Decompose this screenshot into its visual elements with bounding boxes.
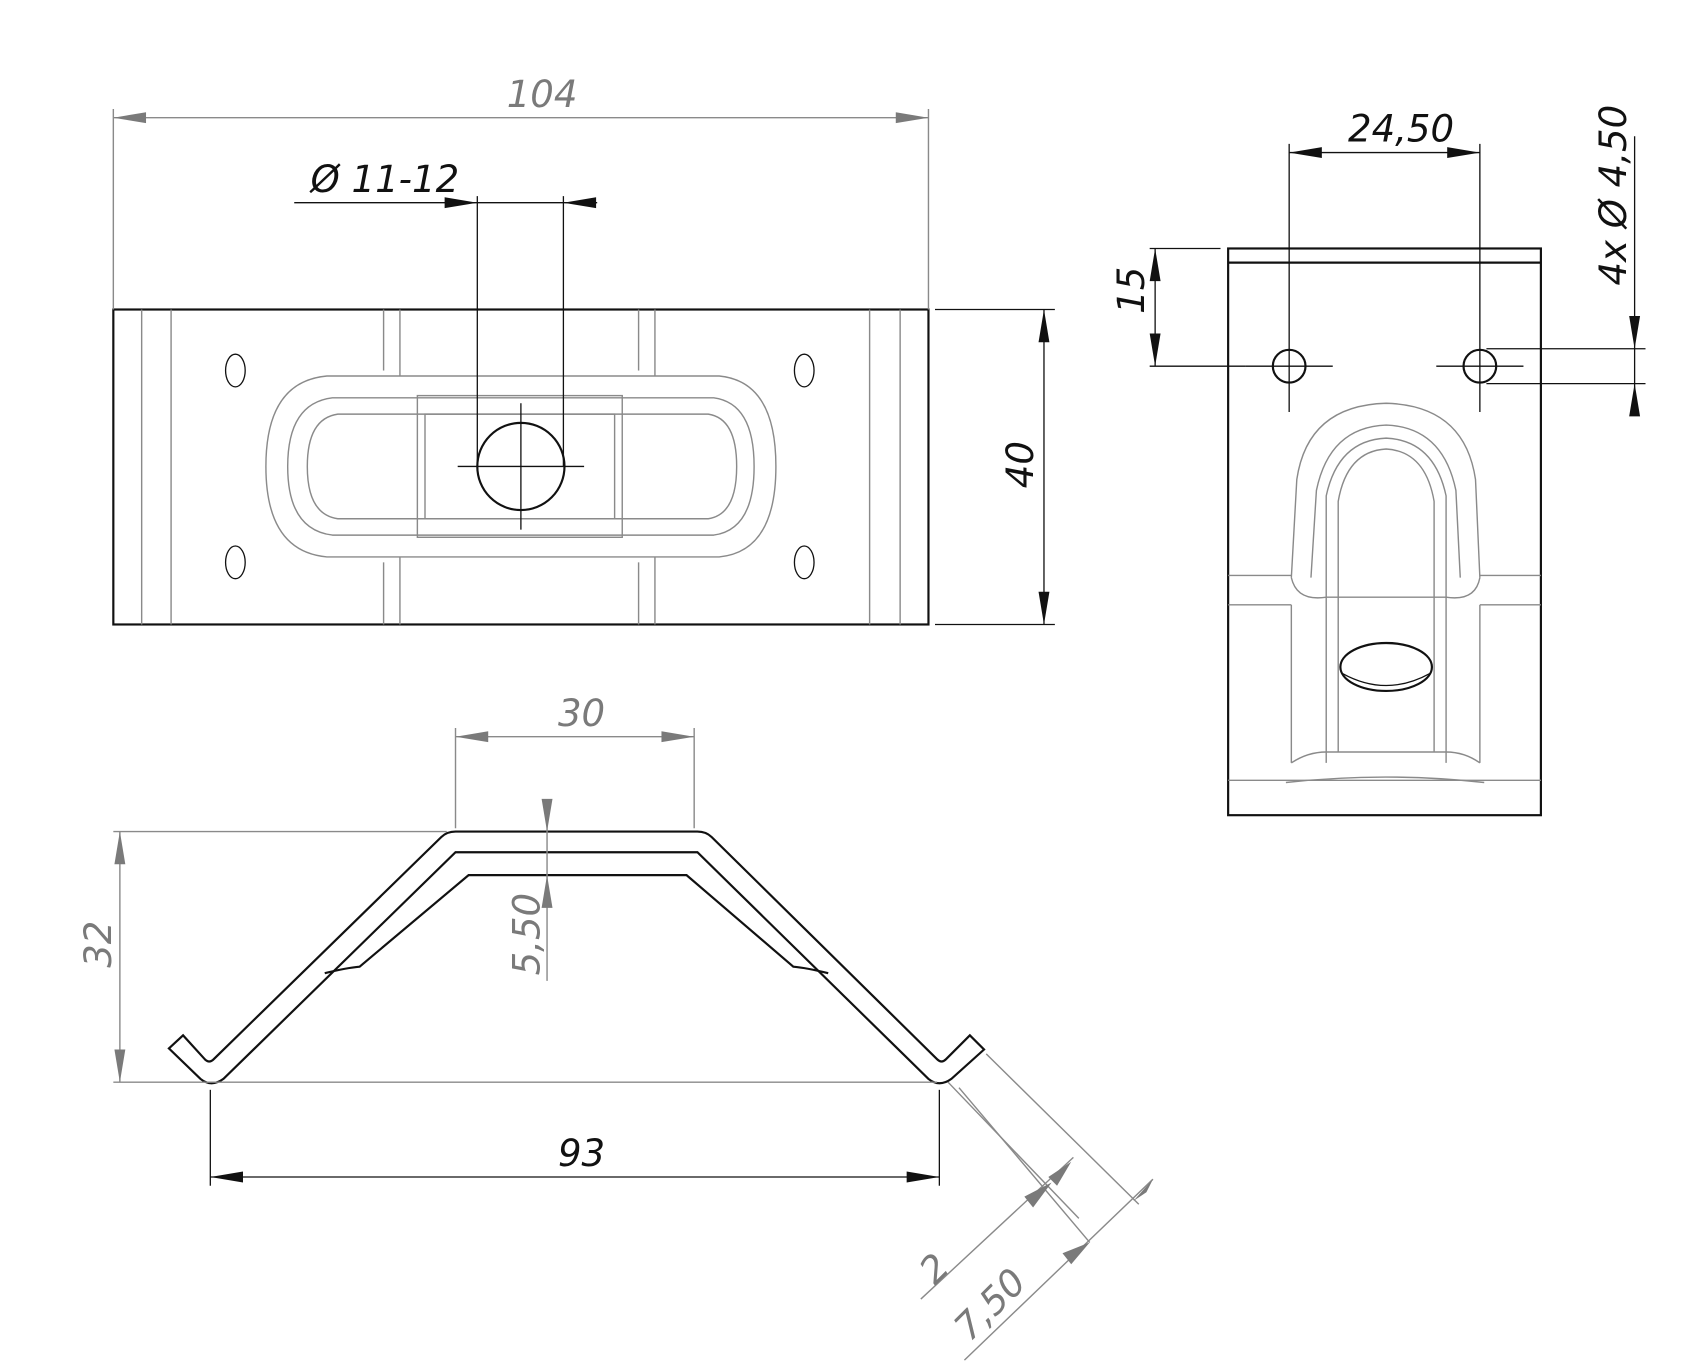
dimension-hole-offset: 15 (1110, 267, 1153, 314)
mounting-hole (793, 545, 815, 580)
dimension-width: 40 (999, 441, 1042, 488)
mounting-hole (224, 353, 246, 388)
dimension-overall-length: 104 (507, 73, 578, 116)
mounting-hole (793, 353, 815, 388)
profile-view: 30 32 5,50 93 2 7,50 (77, 692, 1154, 1361)
dimension-base-span: 93 (558, 1132, 605, 1175)
dimension-hole-spacing: 24,50 (1348, 108, 1454, 151)
plate-outline (112, 308, 930, 626)
dimension-thickness: 2 (911, 1245, 958, 1292)
end-view: 24,50 15 4x Ø 4,50 (1110, 105, 1646, 817)
profile-outline (167, 830, 986, 1085)
end-view-outline (1227, 247, 1542, 817)
top-view: 104 Ø 11-12 40 (112, 73, 1055, 626)
mounting-hole (224, 545, 246, 580)
dimension-mounting-holes: 4x Ø 4,50 (1592, 105, 1635, 286)
slot-hole (1339, 641, 1434, 693)
dimension-center-hole-diameter: Ø 11-12 (309, 158, 460, 201)
dimension-top-flat-length: 30 (558, 692, 605, 735)
dimension-depth-step: 5,50 (505, 893, 548, 976)
dimension-height: 32 (77, 921, 120, 968)
